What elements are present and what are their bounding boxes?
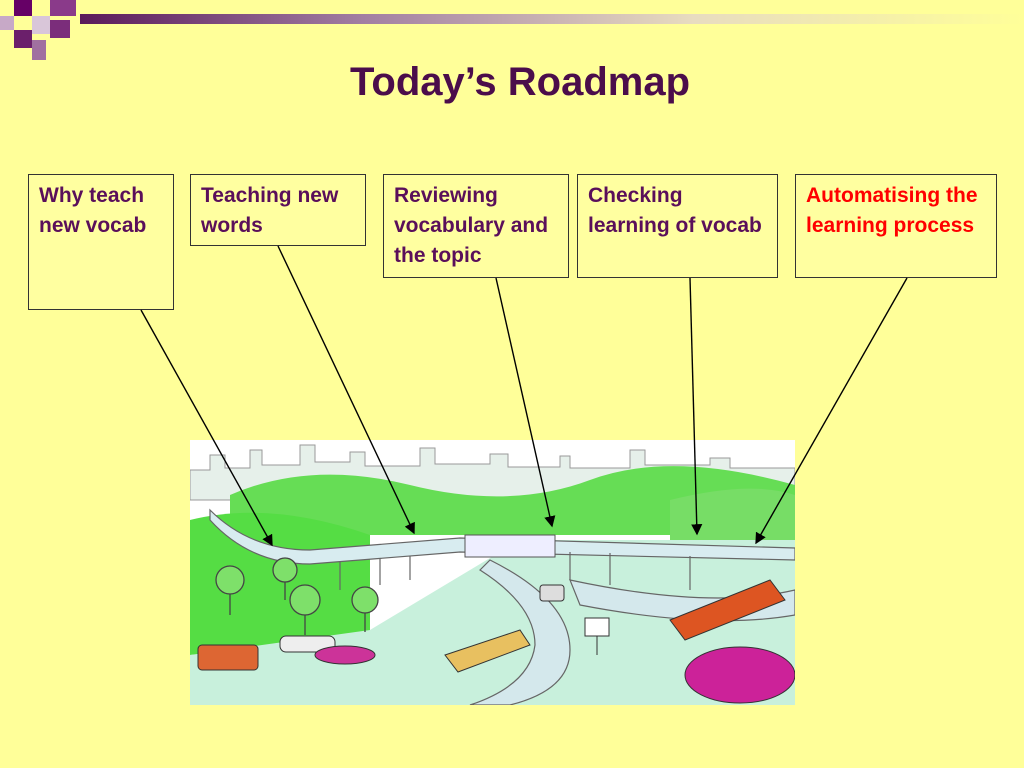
- slide-title: Today’s Roadmap: [349, 60, 691, 104]
- roadmap-box-why-teach: Why teach new vocab: [28, 174, 174, 310]
- roadmap-box-reviewing: Reviewing vocabulary and the topic: [383, 174, 569, 278]
- roadmap-box-checking: Checking learning of vocab: [577, 174, 778, 278]
- roadmap-box-teaching-new-words: Teaching new words: [190, 174, 366, 246]
- header-gradient-line: [80, 14, 1024, 24]
- roadmap-box-automatising: Automatising the learning process: [795, 174, 997, 278]
- roadmap-illustration: [190, 440, 795, 705]
